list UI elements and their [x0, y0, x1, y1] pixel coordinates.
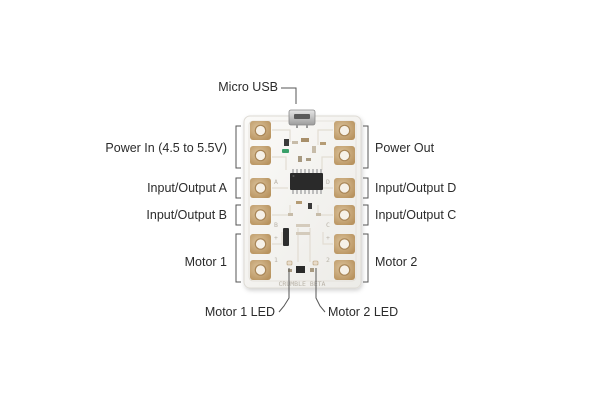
silk-motor-1-plus: + [274, 234, 278, 242]
callout-io-a [235, 177, 241, 199]
silk-motor-2-number: 2 [326, 256, 330, 264]
circuit-board: A B C D + + 1 2 CRUMBLE BETA [243, 109, 362, 289]
callout-io-b [235, 204, 241, 226]
pad-io-a [250, 178, 271, 198]
label-motor-1: Motor 1 [184, 255, 227, 269]
pad-motor-1-plus [250, 234, 271, 254]
callout-power-in [235, 125, 241, 169]
callout-motor-2 [363, 233, 369, 283]
silk-label-a: A [274, 178, 278, 186]
micro-usb-connector [288, 109, 316, 128]
label-motor-1-led: Motor 1 LED [204, 305, 275, 319]
label-motor-2-led: Motor 2 LED [328, 305, 399, 319]
label-io-a: Input/Output A [147, 181, 227, 195]
smd-components-middle [283, 201, 321, 246]
label-io-c: Input/Output C [375, 208, 457, 222]
pad-power-in-plus [250, 121, 271, 140]
pad-io-d [334, 178, 355, 198]
smd-components-top [282, 138, 326, 162]
callout-motor-1-led [278, 268, 290, 313]
pad-motor-2-minus [334, 260, 355, 280]
silk-motor-1-number: 1 [274, 256, 278, 264]
label-micro-usb: Micro USB [218, 80, 278, 94]
callout-micro-usb [281, 87, 297, 104]
callout-motor-2-led [315, 268, 326, 313]
callout-power-out [363, 125, 369, 169]
pad-io-b [250, 205, 271, 225]
label-power-in: Power In (4.5 to 5.5V) [105, 141, 227, 155]
motor-driver-chip [288, 266, 314, 273]
pad-motor-2-plus [334, 234, 355, 254]
label-io-d: Input/Output D [375, 181, 457, 195]
callout-io-c [363, 204, 369, 226]
silk-label-b: B [274, 221, 278, 229]
callout-io-d [363, 177, 369, 199]
pad-io-c [334, 205, 355, 225]
pad-power-in-minus [250, 146, 271, 165]
callout-motor-1 [235, 233, 241, 283]
pad-motor-1-minus [250, 260, 271, 280]
motor-1-led [286, 260, 293, 266]
silk-board-title: CRUMBLE BETA [279, 280, 326, 288]
pad-power-out-minus [334, 146, 355, 165]
label-power-out: Power Out [375, 141, 435, 155]
silk-motor-2-plus: + [326, 234, 330, 242]
callout-lines [235, 87, 369, 313]
silk-label-c: C [326, 221, 330, 229]
pad-power-out-plus [334, 121, 355, 140]
label-io-b: Input/Output B [146, 208, 227, 222]
microcontroller-chip [290, 169, 323, 194]
label-motor-2: Motor 2 [375, 255, 418, 269]
motor-2-led [312, 260, 319, 266]
silk-label-d: D [326, 178, 330, 186]
